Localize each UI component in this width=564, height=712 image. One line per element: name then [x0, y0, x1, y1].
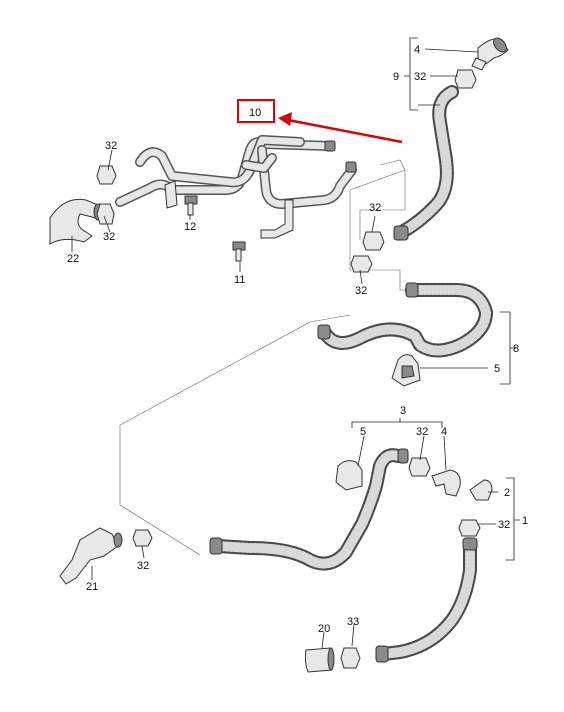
connector-4-top — [471, 37, 509, 71]
callout-11: 11 — [234, 274, 245, 286]
callout-4-top: 4 — [414, 44, 420, 56]
clip-32-right — [458, 519, 481, 537]
callout-1: 1 — [522, 515, 528, 527]
callout-22: 22 — [67, 253, 79, 265]
hose-8 — [317, 282, 493, 358]
bolt-12 — [184, 195, 198, 216]
hose-3 — [209, 448, 409, 571]
callout-12: 12 — [184, 221, 196, 233]
callout-5-lower: 5 — [360, 426, 366, 438]
callout-3: 3 — [400, 405, 406, 417]
callout-32-left: 32 — [103, 231, 115, 243]
callout-21: 21 — [86, 581, 98, 593]
bracket-5-lower — [335, 460, 363, 491]
callout-4-lower: 4 — [441, 426, 447, 438]
clip-32-left — [96, 165, 117, 225]
callout-10: 10 — [249, 107, 261, 119]
callout-32-lower: 32 — [416, 426, 428, 438]
clip-32-lower — [408, 457, 431, 477]
callout-labels: 4 32 9 10 32 32 22 12 11 32 32 8 5 3 5 3… — [67, 44, 528, 635]
bracket-5-middle — [391, 354, 421, 387]
clip-33 — [340, 647, 361, 669]
leader-lines — [71, 37, 520, 649]
callout-32-top: 32 — [414, 71, 426, 83]
callout-5-mid: 5 — [494, 363, 500, 375]
callout-32-bottom-left: 32 — [137, 560, 149, 572]
callout-20: 20 — [318, 623, 330, 635]
hose-9 — [393, 85, 459, 241]
hose-1 — [375, 537, 478, 663]
connector-2 — [469, 479, 493, 501]
connector-21 — [59, 527, 123, 585]
callout-32-mid: 32 — [355, 285, 367, 297]
clip-32-bottom-left — [132, 529, 153, 547]
clip-32-top — [454, 69, 477, 89]
connector-22 — [49, 198, 103, 245]
assembly-outline-lines — [119, 159, 430, 556]
callout-2: 2 — [504, 487, 510, 499]
connector-4-lower — [431, 469, 461, 497]
sleeve-20 — [304, 647, 335, 673]
callout-9: 9 — [393, 71, 399, 83]
bolt-11 — [232, 241, 246, 262]
clips-32-middle — [350, 231, 385, 273]
callout-32-left-top: 32 — [105, 140, 117, 152]
callout-33: 33 — [347, 616, 359, 628]
callout-8: 8 — [513, 343, 519, 355]
coolant-pipe-assembly — [115, 135, 357, 239]
highlight-callout-10 — [237, 99, 403, 144]
callout-32-mid-top: 32 — [369, 202, 381, 214]
callout-32-right: 32 — [498, 519, 510, 531]
